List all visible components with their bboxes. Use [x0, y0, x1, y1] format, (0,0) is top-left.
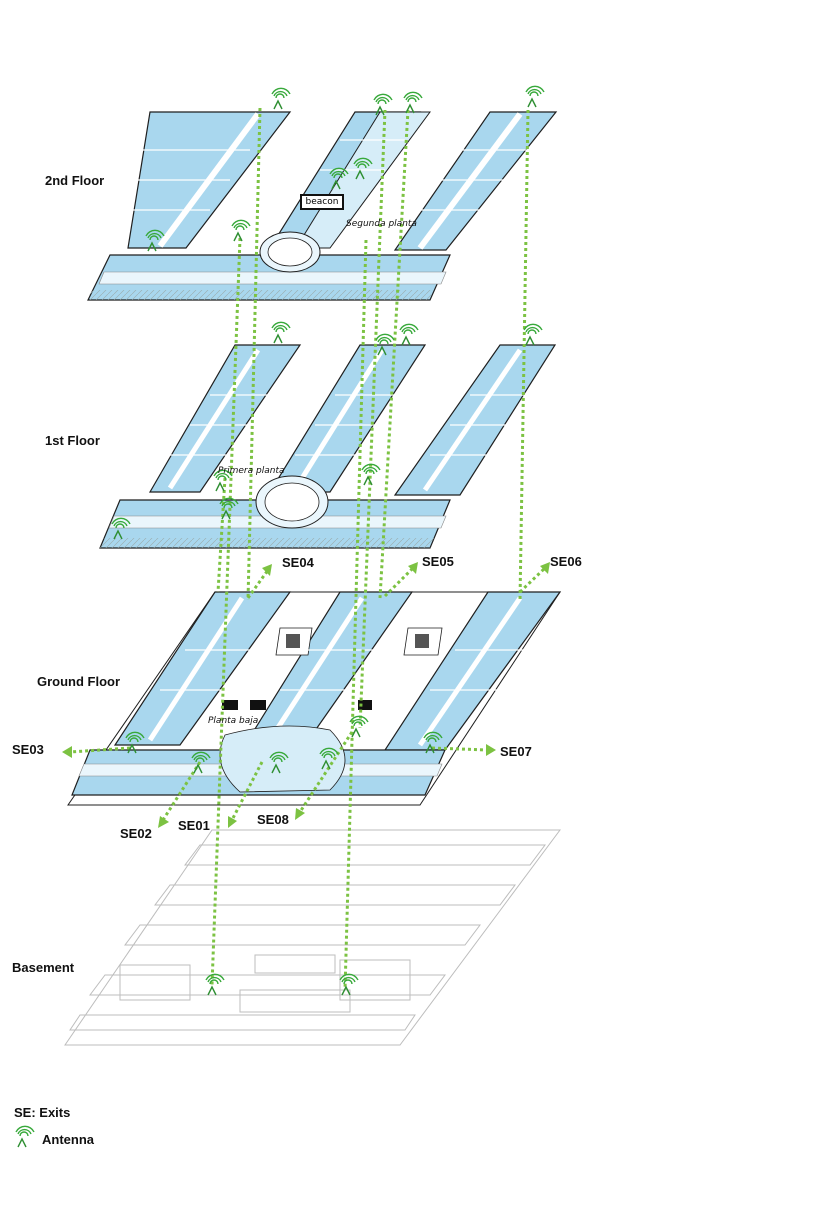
plan-label-ground: Planta baja — [208, 716, 259, 726]
antenna-icon — [15, 1125, 35, 1148]
arrow-icon — [486, 744, 496, 756]
plan-label-first: Primera planta — [218, 466, 285, 476]
floor-label-basement: Basement — [12, 960, 75, 975]
exit-label-se03: SE03 — [12, 742, 44, 757]
plan-label-second: Segunda planta — [346, 219, 417, 229]
antenna-icon — [231, 219, 251, 242]
antenna-icon — [361, 463, 381, 486]
antenna-icon — [271, 321, 291, 344]
antenna-icon — [403, 91, 423, 114]
legend-exits: SE: Exits — [14, 1105, 71, 1120]
antenna-icon — [339, 973, 359, 996]
antenna-icon — [399, 323, 419, 346]
arrow-icon — [295, 808, 305, 820]
exit-label-se07: SE07 — [500, 744, 532, 759]
legend-antenna: Antenna — [42, 1132, 94, 1147]
exit-arrows — [69, 566, 547, 821]
floor-label-ground: Ground Floor — [37, 674, 121, 689]
floor-plan-1st — [99, 344, 557, 549]
exit-label-se02: SE02 — [120, 826, 152, 841]
arrow-icon — [158, 816, 169, 828]
arrow-icon — [540, 562, 550, 574]
arrow-icon — [262, 564, 272, 576]
floor-plan-basement — [64, 829, 561, 1046]
exit-label-se04: SE04 — [282, 555, 314, 570]
exit-label-se05: SE05 — [422, 554, 454, 569]
vertical-links — [210, 107, 530, 991]
arrow-icon — [228, 816, 237, 828]
antenna-icon — [523, 323, 543, 346]
antenna-icon — [205, 973, 225, 996]
antenna-icon — [271, 87, 291, 110]
antenna-icon — [525, 85, 545, 108]
floor-label-1st: 1st Floor — [45, 433, 100, 448]
exit-label-se06: SE06 — [550, 554, 582, 569]
arrow-icon — [408, 562, 418, 574]
floor-label-2nd: 2nd Floor — [45, 173, 105, 188]
exit-label-se01: SE01 — [178, 818, 210, 833]
arrow-icon — [62, 746, 72, 758]
beacon-tag: beacon — [300, 194, 344, 210]
arrow-heads — [62, 562, 550, 828]
exit-label-se08: SE08 — [257, 812, 289, 827]
floor-plan-2nd — [87, 111, 558, 301]
floor-plan-ground — [67, 591, 562, 806]
